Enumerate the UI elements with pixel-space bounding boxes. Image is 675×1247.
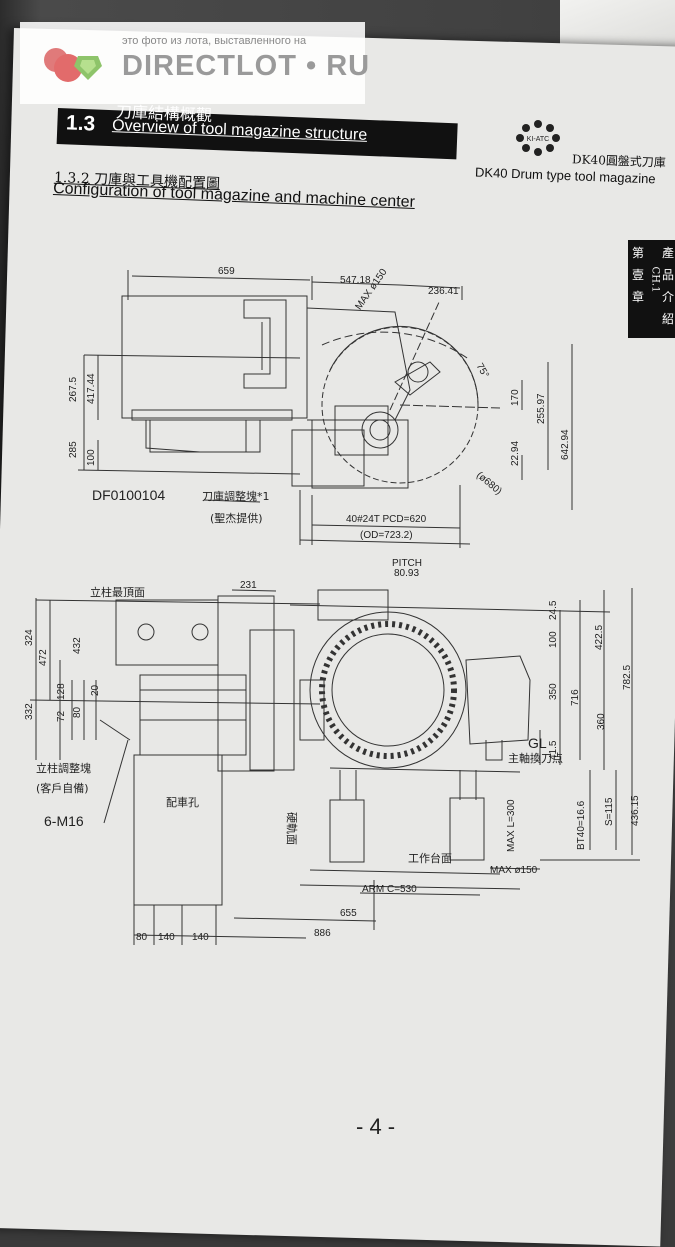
dim-886: 886 bbox=[314, 928, 331, 939]
dim-659: 659 bbox=[218, 266, 235, 277]
dim-80: 80 bbox=[72, 706, 83, 718]
dim-s115: S=115 bbox=[604, 797, 615, 826]
column-top-block bbox=[115, 599, 219, 666]
label-hole: 配車孔 bbox=[166, 795, 199, 809]
dim-422-5: 422.5 bbox=[594, 625, 605, 650]
dim-22: 22.94 bbox=[510, 441, 521, 466]
dim-680: (ø680) bbox=[474, 470, 504, 497]
page-number: - 4 - bbox=[356, 1114, 396, 1139]
dim-255: 255.97 bbox=[536, 393, 547, 424]
dim-432: 432 bbox=[72, 637, 83, 654]
dim-417: 417.44 bbox=[86, 373, 97, 404]
dim-72: 72 bbox=[56, 710, 67, 722]
tab-intro-4: 紹 bbox=[662, 312, 675, 326]
label-column-top: 立柱最頂面 bbox=[90, 585, 145, 599]
dim-655: 655 bbox=[340, 908, 357, 919]
dim-782-5: 782.5 bbox=[622, 665, 633, 690]
dim-100-front: 100 bbox=[548, 631, 559, 648]
drum-outer bbox=[309, 611, 467, 769]
dim-pitch-val: 80.93 bbox=[394, 568, 419, 579]
dim-716: 716 bbox=[570, 689, 581, 706]
tab-intro-3: 介 bbox=[662, 290, 675, 304]
dim-472: 472 bbox=[38, 649, 49, 666]
dim-max-l: MAX L=300 bbox=[506, 799, 517, 852]
label-pitch: PITCH bbox=[392, 558, 422, 569]
watermark-caption: это фото из лота, выставленного на bbox=[122, 35, 307, 47]
note-customer: (客戶自備) bbox=[36, 781, 89, 795]
dim-20: 20 bbox=[90, 684, 101, 696]
tab-chapter-1: 第 bbox=[632, 246, 645, 260]
technical-drawing: 659 547.18 236.41 MAX ø150 75° 267.5 417… bbox=[24, 266, 641, 945]
dim-285: 285 bbox=[68, 441, 79, 458]
drum-inner bbox=[331, 633, 445, 747]
note-supplied: (聖杰提供) bbox=[210, 511, 263, 525]
label-gl: GL bbox=[528, 735, 547, 751]
dim-324: 324 bbox=[24, 629, 35, 646]
dim-170: 170 bbox=[510, 389, 521, 406]
tab-intro-2: 品 bbox=[662, 268, 675, 282]
note-adjust-block: 刀庫調整塊*1 bbox=[202, 489, 270, 503]
part-number: DF0100104 bbox=[92, 487, 165, 503]
bolt-spec: 6-M16 bbox=[44, 813, 84, 829]
dim-80-bottom: 80 bbox=[136, 932, 148, 943]
dim-642: 642.94 bbox=[560, 429, 571, 460]
dim-140-b: 140 bbox=[192, 932, 209, 943]
dim-332: 332 bbox=[24, 703, 35, 720]
dim-41-5: 41.5 bbox=[548, 740, 559, 760]
watermark-name: DIRECTLOT • RU bbox=[122, 50, 371, 82]
tab-chapter-2: 壹 bbox=[632, 268, 645, 282]
dim-236: 236.41 bbox=[428, 286, 459, 297]
label-rail: 硬軌面 bbox=[285, 812, 299, 845]
dim-547: 547.18 bbox=[340, 275, 371, 286]
squirrel-logo-icon bbox=[44, 48, 102, 82]
dim-24-5: 24.5 bbox=[548, 600, 559, 620]
dim-231: 231 bbox=[240, 580, 257, 591]
label-table: 工作台面 bbox=[408, 851, 452, 865]
dim-arm: ARM C=530 bbox=[362, 884, 417, 895]
dim-350: 350 bbox=[548, 683, 559, 700]
dim-100: 100 bbox=[86, 449, 97, 466]
logo-text: KI-ATC bbox=[527, 136, 549, 143]
machine-column-outline bbox=[121, 295, 308, 419]
dim-pcd: 40#24T PCD=620 bbox=[346, 514, 427, 525]
dim-360: 360 bbox=[596, 713, 607, 730]
tab-chapter-3: 章 bbox=[632, 290, 645, 304]
label-spindle: 主軸換刀点 bbox=[508, 751, 563, 765]
tab-intro-1: 產 bbox=[662, 246, 675, 260]
dim-128: 128 bbox=[56, 683, 67, 700]
dim-267: 267.5 bbox=[68, 377, 79, 402]
dim-bt40: BT40=16.6 bbox=[576, 800, 587, 850]
dim-140-a: 140 bbox=[158, 932, 175, 943]
ki-atc-logo-icon: KI-ATC bbox=[516, 120, 560, 156]
chapter-side-tab: 第 壹 章 CH.1 產 品 介 紹 bbox=[628, 240, 675, 338]
dim-max150: MAX ø150 bbox=[353, 267, 389, 312]
dim-75deg: 75° bbox=[474, 362, 491, 381]
dim-436: 436.15 bbox=[630, 795, 641, 826]
note-column-block: 立柱調整塊 bbox=[36, 761, 91, 775]
dim-max-d: MAX ø150 bbox=[490, 865, 538, 876]
dim-od: (OD=723.2) bbox=[360, 530, 413, 541]
